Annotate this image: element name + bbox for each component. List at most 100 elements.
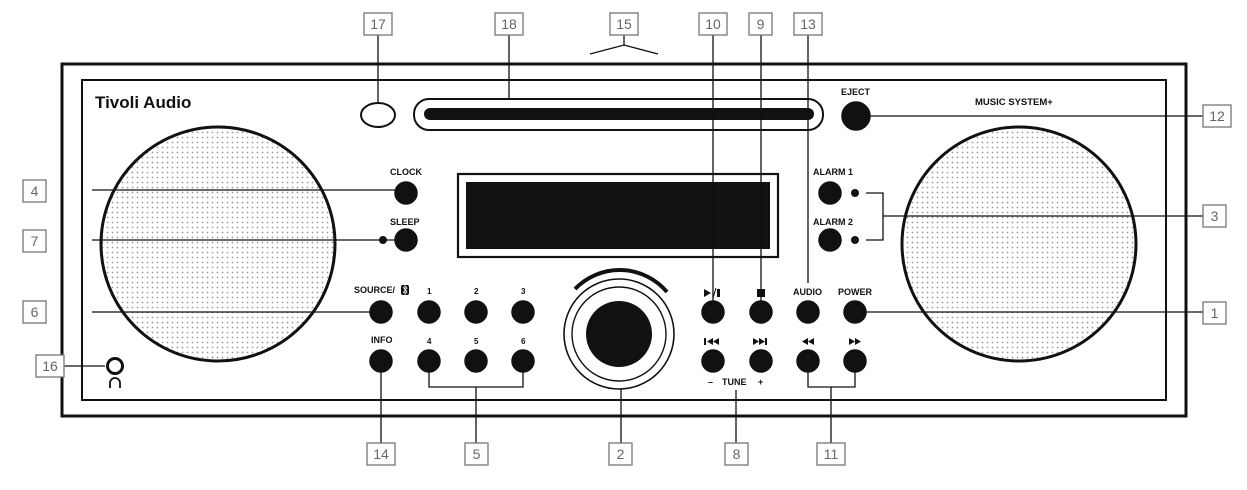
audio-label: AUDIO [793, 287, 822, 297]
fast-forward-button[interactable] [843, 349, 867, 373]
skip-back-icon [704, 338, 719, 345]
preset-label-3: 3 [521, 287, 526, 296]
power-label: POWER [838, 287, 873, 297]
remote-sensor [360, 102, 396, 128]
alarm2-indicator-led [851, 236, 859, 244]
clock-label: CLOCK [390, 167, 422, 177]
preset-label-4: 4 [427, 337, 432, 346]
svg-text:10: 10 [705, 16, 721, 32]
volume-knob[interactable] [586, 301, 652, 367]
preset-button-6[interactable] [511, 349, 535, 373]
display-screen [466, 182, 770, 249]
svg-text:13: 13 [800, 16, 816, 32]
svg-text:16: 16 [42, 358, 58, 374]
power-button[interactable] [843, 300, 867, 324]
preset-button-2[interactable] [464, 300, 488, 324]
right-speaker-grill [900, 125, 1138, 363]
callout-5: 5 [464, 442, 489, 466]
preset-button-5[interactable] [464, 349, 488, 373]
fast-forward-icon [849, 338, 861, 345]
callout-18: 18 [494, 12, 524, 36]
callout-13: 13 [793, 12, 823, 36]
source-label: SOURCE/ [354, 285, 396, 295]
svg-text:7: 7 [31, 233, 39, 249]
headphones-icon [109, 377, 121, 388]
play-pause-button[interactable] [701, 300, 725, 324]
cd-slot[interactable] [424, 108, 814, 120]
preset-label-6: 6 [521, 337, 526, 346]
preset-button-3[interactable] [511, 300, 535, 324]
info-label: INFO [371, 335, 393, 345]
volume-knob-inner-ring [571, 286, 667, 382]
sleep-button[interactable] [394, 228, 418, 252]
svg-text:11: 11 [824, 446, 839, 462]
svg-text:1: 1 [1211, 305, 1219, 321]
sleep-label: SLEEP [390, 217, 420, 227]
preset-label-2: 2 [474, 287, 479, 296]
alarm1-indicator-led [851, 189, 859, 197]
callout-7: 7 [22, 229, 47, 253]
svg-text:4: 4 [31, 183, 39, 199]
svg-text:2: 2 [617, 446, 625, 462]
preset-button-4[interactable] [417, 349, 441, 373]
callout-8: 8 [724, 442, 749, 466]
bluetooth-icon [401, 285, 409, 295]
leader-lines [64, 35, 1203, 443]
callout-11: 11 [816, 442, 846, 466]
callout-10: 10 [698, 12, 728, 36]
tune-label: TUNE [722, 377, 747, 387]
source-button[interactable] [369, 300, 393, 324]
rewind-button[interactable] [796, 349, 820, 373]
stop-button[interactable] [749, 300, 773, 324]
svg-text:6: 6 [31, 304, 39, 320]
callout-2: 2 [608, 442, 633, 466]
preset-button-1[interactable] [417, 300, 441, 324]
callout-9: 9 [748, 12, 773, 36]
svg-text:5: 5 [473, 446, 481, 462]
skip-forward-icon [753, 338, 767, 345]
svg-text:12: 12 [1209, 108, 1225, 124]
alarm1-label: ALARM 1 [813, 167, 853, 177]
svg-text:14: 14 [373, 446, 389, 462]
clock-button[interactable] [394, 181, 418, 205]
svg-text:8: 8 [733, 446, 741, 462]
callout-14: 14 [366, 442, 396, 466]
svg-text:18: 18 [501, 16, 517, 32]
info-button[interactable] [369, 349, 393, 373]
model-name: MUSIC SYSTEM+ [975, 97, 1053, 108]
callout-12: 12 [1202, 104, 1232, 128]
callout-3: 3 [1202, 204, 1227, 228]
tune-minus-label: – [708, 377, 713, 387]
callout-4: 4 [22, 179, 47, 203]
callout-1: 1 [1202, 301, 1227, 325]
cabinet-outer [60, 62, 1188, 418]
callout-17: 17 [363, 12, 393, 36]
brand-logo: Tivoli Audio [95, 93, 191, 112]
headphone-jack[interactable] [106, 357, 124, 375]
preset-label-5: 5 [474, 337, 479, 346]
alarm1-button[interactable] [818, 181, 842, 205]
audio-button[interactable] [796, 300, 820, 324]
svg-text:17: 17 [370, 16, 386, 32]
tune-down-button[interactable] [701, 349, 725, 373]
tune-plus-label: + [758, 377, 763, 387]
svg-text:9: 9 [757, 16, 765, 32]
rewind-icon [802, 338, 814, 345]
tune-up-button[interactable] [749, 349, 773, 373]
callout-15: 15 [609, 12, 639, 36]
alarm2-button[interactable] [818, 228, 842, 252]
preset-label-1: 1 [427, 287, 432, 296]
volume-arc [573, 268, 669, 294]
left-speaker-grill [99, 125, 337, 363]
eject-button[interactable] [841, 101, 871, 131]
play-pause-icon [704, 287, 720, 299]
alarm2-label: ALARM 2 [813, 217, 853, 227]
svg-text:3: 3 [1211, 208, 1219, 224]
eject-label: EJECT [841, 87, 871, 97]
cabinet-inner [81, 79, 1167, 401]
svg-text:15: 15 [616, 16, 632, 32]
callout-6: 6 [22, 300, 47, 324]
callout-16: 16 [35, 354, 65, 378]
